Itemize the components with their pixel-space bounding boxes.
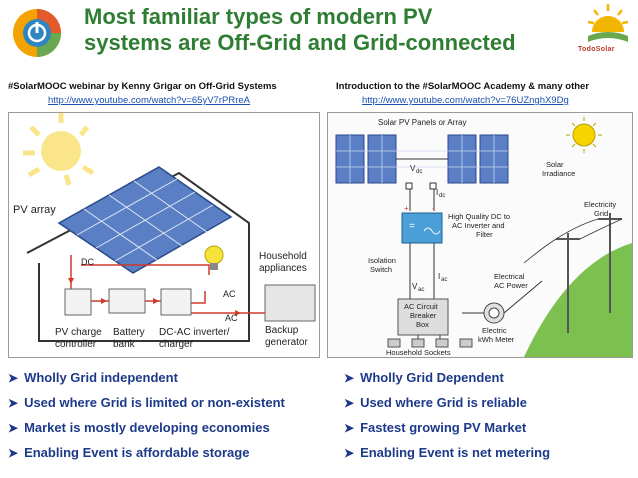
arrow-bullet-icon: ➤ [8,371,19,385]
list-item: ➤Enabling Event is affordable storage [8,445,250,460]
off-grid-bullets: ➤Wholly Grid independent ➤Used where Gri… [8,370,326,470]
left-video-link[interactable]: http://www.youtube.com/watch?v=65yV7rPRr… [48,95,250,106]
label-idc-sub: dc [439,193,445,199]
svg-text:=: = [409,221,415,232]
brand-name: TodoSolar [578,46,615,53]
label-vdc: V [410,164,416,173]
label-breaker-1: AC Circuit [404,302,439,311]
label-inverter-2: AC Inverter and [452,221,505,230]
label-breaker-3: Box [416,320,429,329]
label-iac: I [438,272,440,281]
label-electrical-1: Electrical [494,272,525,281]
label-sockets: Household Sockets [386,348,451,357]
right-video-link[interactable]: http://www.youtube.com/watch?v=76UZnghX9… [362,95,569,106]
arrow-bullet-icon: ➤ [344,396,355,410]
right-heading: Introduction to the #SolarMOOC Academy &… [336,81,590,92]
label-backup-2: generator [265,337,308,348]
label-electricity-2: Grid [594,209,608,218]
label-dc: DC [81,257,94,267]
inverter-box [160,288,192,316]
label-solar-2: Irradiance [542,169,575,178]
title-line-2: systems are Off-Grid and Grid-connected [84,30,516,55]
list-item: ➤Wholly Grid independent [8,370,178,385]
breaker-box [397,298,449,336]
label-pv-charge-1: PV charge [55,327,102,338]
label-electricity-1: Electricity [584,200,616,209]
label-pv-array: PV array [13,204,56,216]
arrow-bullet-icon: ➤ [8,396,19,410]
label-household-2: appliances [259,263,307,274]
label-inverter-1: High Quality DC to [448,212,510,221]
list-item: ➤Used where Grid is reliable [344,395,527,410]
sun-icon [566,117,602,153]
label-solar-1: Solar [546,160,564,169]
battery-bank-box [108,288,146,314]
left-heading: #SolarMOOC webinar by Kenny Grigar on Of… [8,81,277,92]
label-inverter-1: DC-AC inverter/ [159,327,230,338]
label-vac-sub: ac [418,287,424,293]
inverter-box [401,212,443,244]
todosolar-logo [584,2,632,46]
list-item: ➤Fastest growing PV Market [344,420,527,435]
label-ac-bottom: AC [225,313,238,323]
label-isolation-1: Isolation [368,256,396,265]
label-inverter-2: charger [159,339,194,350]
label-isolation-2: Switch [370,265,392,274]
arrow-bullet-icon: ➤ [344,421,355,435]
label-inverter-3: Filter [476,230,493,239]
list-item: ➤Market is mostly developing economies [8,420,270,435]
grid-connected-bullets: ➤Wholly Grid Dependent ➤Used where Grid … [344,370,634,470]
arrow-bullet-icon: ➤ [344,446,355,460]
arrow-bullet-icon: ➤ [344,371,355,385]
label-household-1: Household [259,251,307,262]
label-battery-1: Battery [113,327,145,338]
page-title: Most familiar types of modern PV systems… [84,4,574,56]
label-battery-2: bank [113,339,136,350]
label-vdc-sub: dc [416,169,422,175]
grass-hill [524,243,632,357]
label-idc: I [436,188,438,197]
solarmooc-logo [6,6,68,60]
pv-charge-controller-box [64,288,92,316]
list-item: ➤Wholly Grid Dependent [344,370,504,385]
off-grid-diagram: PV array DC AC AC Household [8,112,320,358]
grid-poles [556,213,622,333]
title-line-1: Most familiar types of modern PV [84,4,433,29]
arrow-bullet-icon: ➤ [8,446,19,460]
label-meter-1: Electric [482,326,507,335]
label-breaker-2: Breaker [410,311,437,320]
label-backup-1: Backup [265,325,299,336]
grid-connected-diagram: Solar PV Panels or Array Sola [327,112,633,358]
household-sockets [387,338,473,348]
sun-icon [23,113,95,186]
label-minus: - [432,204,435,213]
label-plus: + [404,204,409,213]
pv-array-panels [57,166,233,274]
arrow-bullet-icon: ➤ [8,421,19,435]
backup-generator-box [264,284,316,322]
label-meter-2: kWh Meter [478,335,515,344]
label-pv-charge-2: controller [55,339,97,350]
light-bulb-icon [204,245,224,270]
label-iac-sub: ac [441,277,447,283]
label-vac: V [412,282,418,291]
list-item: ➤Enabling Event is net metering [344,445,551,460]
label-ac-top: AC [223,289,236,299]
label-electrical-2: AC Power [494,281,528,290]
list-item: ➤Used where Grid is limited or non-exist… [8,395,285,410]
label-panels: Solar PV Panels or Array [378,118,466,127]
